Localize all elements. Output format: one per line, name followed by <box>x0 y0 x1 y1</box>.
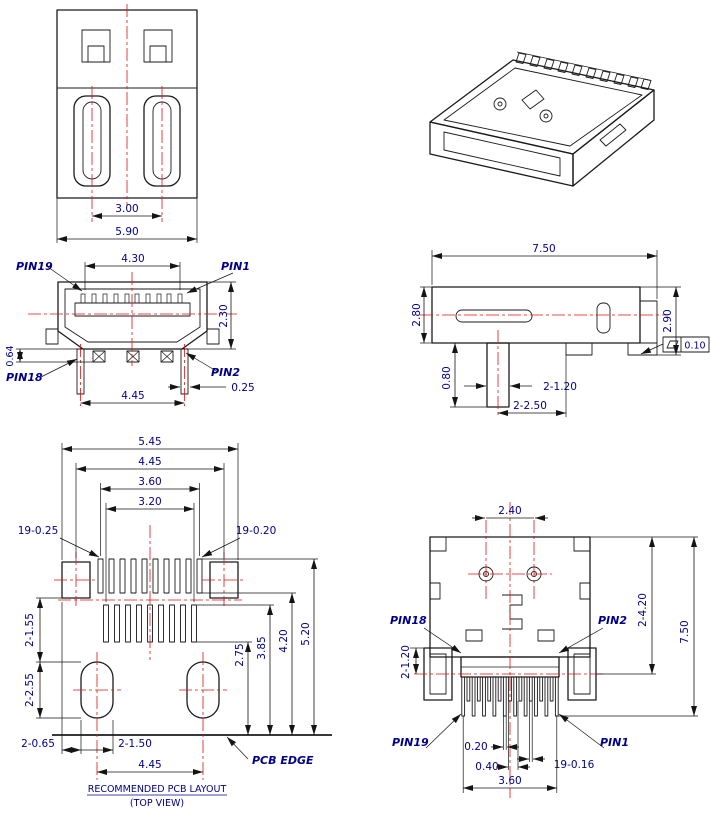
top-view: 3.00 5.90 <box>56 4 198 243</box>
pad-array-row2 <box>103 604 197 643</box>
flatness-symbol <box>666 340 679 349</box>
top-view-centerlines <box>91 4 163 222</box>
dim-hole-edge: 2-0.65 <box>21 738 55 750</box>
front-left-tab <box>45 328 59 345</box>
side-foot-right <box>627 342 658 356</box>
isometric-view <box>429 51 655 187</box>
iso-side-latch <box>599 123 627 147</box>
dim-row-span: 3.60 <box>498 775 521 787</box>
dim-wing-width: 2-1.20 <box>400 645 412 679</box>
pad-array-row1 <box>97 558 203 594</box>
latch-holes <box>81 29 173 63</box>
pcb-caption-line1: RECOMMENDED PCB LAYOUT <box>88 784 227 795</box>
pcb-centerlines <box>54 525 246 780</box>
side-centerlines <box>420 314 668 418</box>
dim-legs-pitch: 2-2.50 <box>513 400 547 412</box>
front-weld-tabs <box>92 350 174 363</box>
pin19-label: PIN19 <box>392 736 429 749</box>
front-shell-outer <box>57 281 208 350</box>
pin2-label: PIN2 <box>598 614 627 627</box>
iso-boss-circle <box>539 109 553 123</box>
dim-edge-1: 2.75 <box>234 643 246 666</box>
dim-wing-span: 2-4.20 <box>637 593 649 627</box>
pin18-label: PIN18 <box>390 614 427 627</box>
front-view: PIN19 PIN1 PIN18 PIN2 4.30 2.30 0.64 0.2… <box>5 253 255 406</box>
dim-span-outer: 5.45 <box>138 436 161 448</box>
pin1-label: PIN1 <box>221 260 250 273</box>
pcb-caption-line2: (TOP VIEW) <box>130 798 184 809</box>
dim-length: 7.50 <box>532 243 555 255</box>
iso-mating-opening <box>443 131 561 177</box>
dim-overall-height: 2.90 <box>662 309 674 332</box>
front-contacts <box>80 293 183 304</box>
iso-boss-circle <box>493 97 507 111</box>
dim-slot-pitch: 3.00 <box>115 203 138 215</box>
dim-shell-height: 2.30 <box>218 304 230 327</box>
iso-center-notch <box>521 89 545 110</box>
pads-row2-callout: 19-0.20 <box>236 525 277 537</box>
dim-edge-2: 3.85 <box>256 636 268 659</box>
dim-hole-span: 4.45 <box>138 759 161 771</box>
dim-span-row2: 3.20 <box>138 496 161 508</box>
dim-hole-width: 2-1.50 <box>118 738 152 750</box>
side-lead <box>639 300 658 344</box>
dim-tab-height: 0.64 <box>5 345 16 366</box>
bottom-centerlines <box>414 502 606 798</box>
dim-pin-width: 0.20 <box>464 741 487 753</box>
dim-pad-to-hole: 2-1.55 <box>24 613 36 647</box>
front-tongue <box>74 302 191 317</box>
front-centerlines <box>28 272 237 406</box>
front-right-tab <box>206 328 220 345</box>
flatness-value: 0.10 <box>684 341 705 352</box>
dim-pin-pitch: 0.40 <box>475 761 498 773</box>
dim-edge-4: 5.20 <box>300 622 312 645</box>
dim-boss-pitch: 2.40 <box>498 505 521 517</box>
pin18-label: PIN18 <box>6 371 43 384</box>
dim-leg-span: 4.45 <box>121 390 144 402</box>
dim-leads: 19-0.16 <box>554 759 595 771</box>
pads-row1-callout: 19-0.25 <box>18 525 59 537</box>
front-shell-inner <box>64 288 201 343</box>
dim-body-width: 5.90 <box>115 226 138 238</box>
iso-smt-pins <box>515 51 652 90</box>
bottom-center-notch <box>502 594 523 630</box>
side-slot-small <box>596 302 611 334</box>
dim-body-height: 2.80 <box>411 303 423 326</box>
flatness-callout: 0.10 <box>640 336 710 355</box>
dim-span-row1: 3.60 <box>138 476 161 488</box>
dim-contact-span: 4.30 <box>121 253 144 265</box>
dim-leg-width: 0.25 <box>231 382 254 394</box>
side-slot <box>455 309 533 323</box>
dim-overall-length: 7.50 <box>679 620 691 643</box>
dim-legs-width: 2-1.20 <box>543 381 577 393</box>
bottom-view: 2.40 2-1.20 2-4.20 7.50 PIN18 PIN2 PIN19… <box>390 502 698 798</box>
dim-hole-length: 2-2.55 <box>24 673 36 707</box>
pin2-label: PIN2 <box>211 366 240 379</box>
pin19-label: PIN19 <box>16 260 53 273</box>
iso-right-face <box>572 89 655 187</box>
dim-edge-3: 4.20 <box>278 629 290 652</box>
pcb-layout-view: 5.45 4.45 3.60 3.20 19-0.25 19-0.20 2-1.… <box>18 436 332 809</box>
dim-span-pads: 4.45 <box>138 456 161 468</box>
side-view: 7.50 2.80 2.90 0.10 0.80 2-1.20 2-2.50 <box>411 243 710 418</box>
pin1-label: PIN1 <box>600 736 629 749</box>
dim-leg-length: 0.80 <box>441 366 453 389</box>
pcb-edge-label: PCB EDGE <box>252 754 314 767</box>
side-foot-mid <box>565 342 593 356</box>
